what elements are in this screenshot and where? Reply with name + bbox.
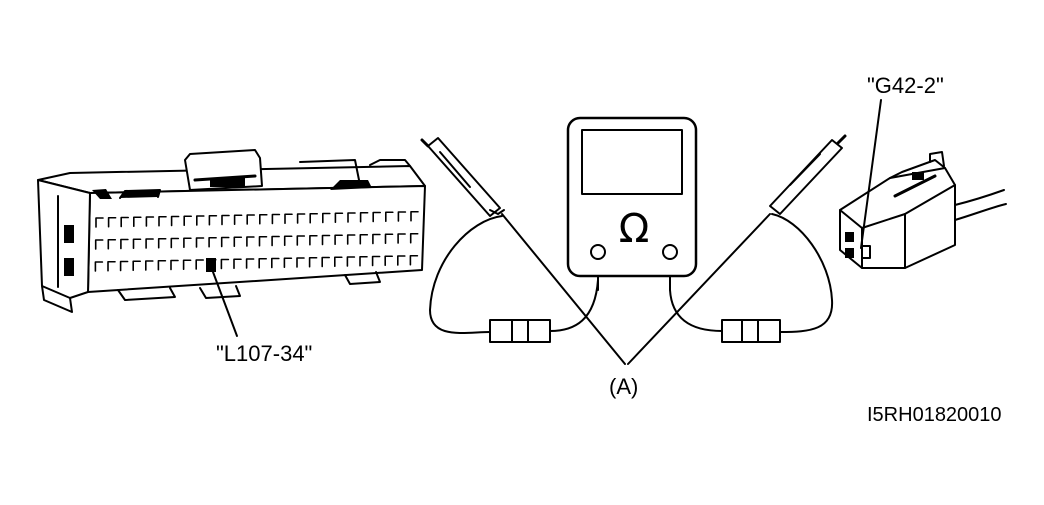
pin-cavity bbox=[296, 213, 306, 224]
pin-cavity bbox=[397, 255, 406, 266]
connector-g42 bbox=[839, 151, 1007, 269]
pin-cavity bbox=[334, 256, 343, 268]
pin-cavity bbox=[208, 236, 217, 248]
pin-cavity bbox=[182, 259, 192, 271]
label-probes-a: (A) bbox=[609, 374, 639, 399]
pin-cavity bbox=[221, 214, 230, 226]
pin-cavity bbox=[246, 236, 255, 247]
pin-cavity bbox=[321, 234, 331, 246]
pin-cavity bbox=[321, 256, 330, 268]
pin-cavity bbox=[220, 258, 230, 270]
pin-cavity bbox=[359, 255, 368, 267]
pin-cavity bbox=[119, 260, 129, 272]
pin-cavity bbox=[397, 211, 407, 222]
pin-cavity bbox=[334, 234, 343, 246]
pin-cavity bbox=[271, 235, 280, 247]
pin-cavity bbox=[95, 217, 104, 228]
pin-cavity bbox=[372, 211, 381, 223]
pin-cavity bbox=[284, 213, 293, 225]
pin-cavity bbox=[384, 255, 393, 267]
pin-cavity bbox=[334, 212, 344, 224]
pin-cavity bbox=[385, 211, 394, 223]
ohmmeter bbox=[566, 116, 698, 291]
pin-cavity bbox=[170, 259, 179, 271]
pin-cavity bbox=[359, 211, 369, 223]
pin-cavity bbox=[94, 261, 104, 272]
connector-l107 bbox=[37, 149, 426, 313]
label-l107-34: "L107-34" bbox=[216, 341, 313, 366]
pin-cavity bbox=[120, 216, 129, 228]
pin-cavity bbox=[195, 259, 204, 270]
leader-l107 bbox=[212, 271, 238, 337]
pin-cavity bbox=[120, 238, 129, 250]
pin-cavity bbox=[195, 237, 205, 248]
pin-cavity bbox=[183, 215, 192, 227]
pin-cavity bbox=[220, 236, 230, 248]
pin-cavity bbox=[322, 212, 331, 224]
pin-cavity bbox=[296, 257, 305, 268]
pin-cavity bbox=[309, 212, 318, 224]
pin-cavity bbox=[409, 254, 419, 266]
pin-cavity bbox=[158, 215, 167, 227]
pin-cavity bbox=[271, 213, 281, 225]
figure-code: I5RH01820010 bbox=[867, 404, 1002, 426]
pin-cavity bbox=[283, 235, 293, 247]
pin-cavity bbox=[183, 237, 192, 249]
pin-cavity bbox=[145, 260, 154, 271]
pin-cavity bbox=[233, 236, 243, 248]
pin-cavity bbox=[271, 257, 280, 269]
pin-cavity bbox=[107, 238, 117, 250]
pin-cavity bbox=[346, 234, 356, 245]
pointer-a-right bbox=[627, 213, 771, 365]
pin-cavity bbox=[196, 215, 205, 226]
label-g42-2: "G42-2" bbox=[867, 73, 944, 98]
probe-right bbox=[669, 134, 847, 343]
pin-grid bbox=[94, 210, 419, 272]
pin-cavity bbox=[145, 238, 154, 249]
pin-cavity bbox=[296, 235, 306, 246]
pin-cavity bbox=[359, 233, 369, 245]
pin-cavity bbox=[371, 255, 381, 267]
pin-cavity bbox=[245, 258, 255, 269]
pin-cavity bbox=[372, 233, 381, 245]
pin-cavity bbox=[233, 214, 243, 226]
pin-cavity bbox=[409, 232, 419, 244]
pin-cavity bbox=[258, 235, 268, 247]
leader-g42 bbox=[860, 99, 882, 249]
pin-cavity bbox=[283, 257, 293, 269]
pin-cavity bbox=[246, 214, 255, 225]
pin-cavity bbox=[157, 237, 167, 249]
pin-cavity bbox=[133, 216, 142, 228]
pin-cavity bbox=[259, 213, 268, 225]
probe-left bbox=[420, 137, 599, 343]
pin-cavity bbox=[309, 234, 318, 246]
pin-cavity bbox=[410, 210, 419, 222]
pin-cavity bbox=[132, 260, 141, 272]
pin-cavity bbox=[170, 215, 180, 227]
pin-cavity bbox=[258, 257, 267, 269]
pin-cavity bbox=[233, 258, 242, 270]
pointer-a-left bbox=[501, 213, 626, 365]
pin-cavity bbox=[107, 216, 117, 228]
pin-cavity bbox=[132, 238, 142, 250]
pin-cavity bbox=[107, 260, 116, 272]
pin-cavity bbox=[384, 233, 394, 245]
pin-cavity bbox=[157, 259, 167, 271]
pin-cavity bbox=[94, 239, 104, 250]
pin-cavity bbox=[397, 233, 406, 244]
pin-cavity bbox=[145, 216, 155, 227]
pin-cavity bbox=[170, 237, 180, 249]
pin-cavity bbox=[346, 256, 356, 267]
pin-cavity bbox=[208, 214, 218, 226]
ohm-icon: Ω bbox=[619, 206, 650, 252]
pin-cavity bbox=[347, 212, 356, 223]
pin-cavity bbox=[308, 256, 318, 268]
